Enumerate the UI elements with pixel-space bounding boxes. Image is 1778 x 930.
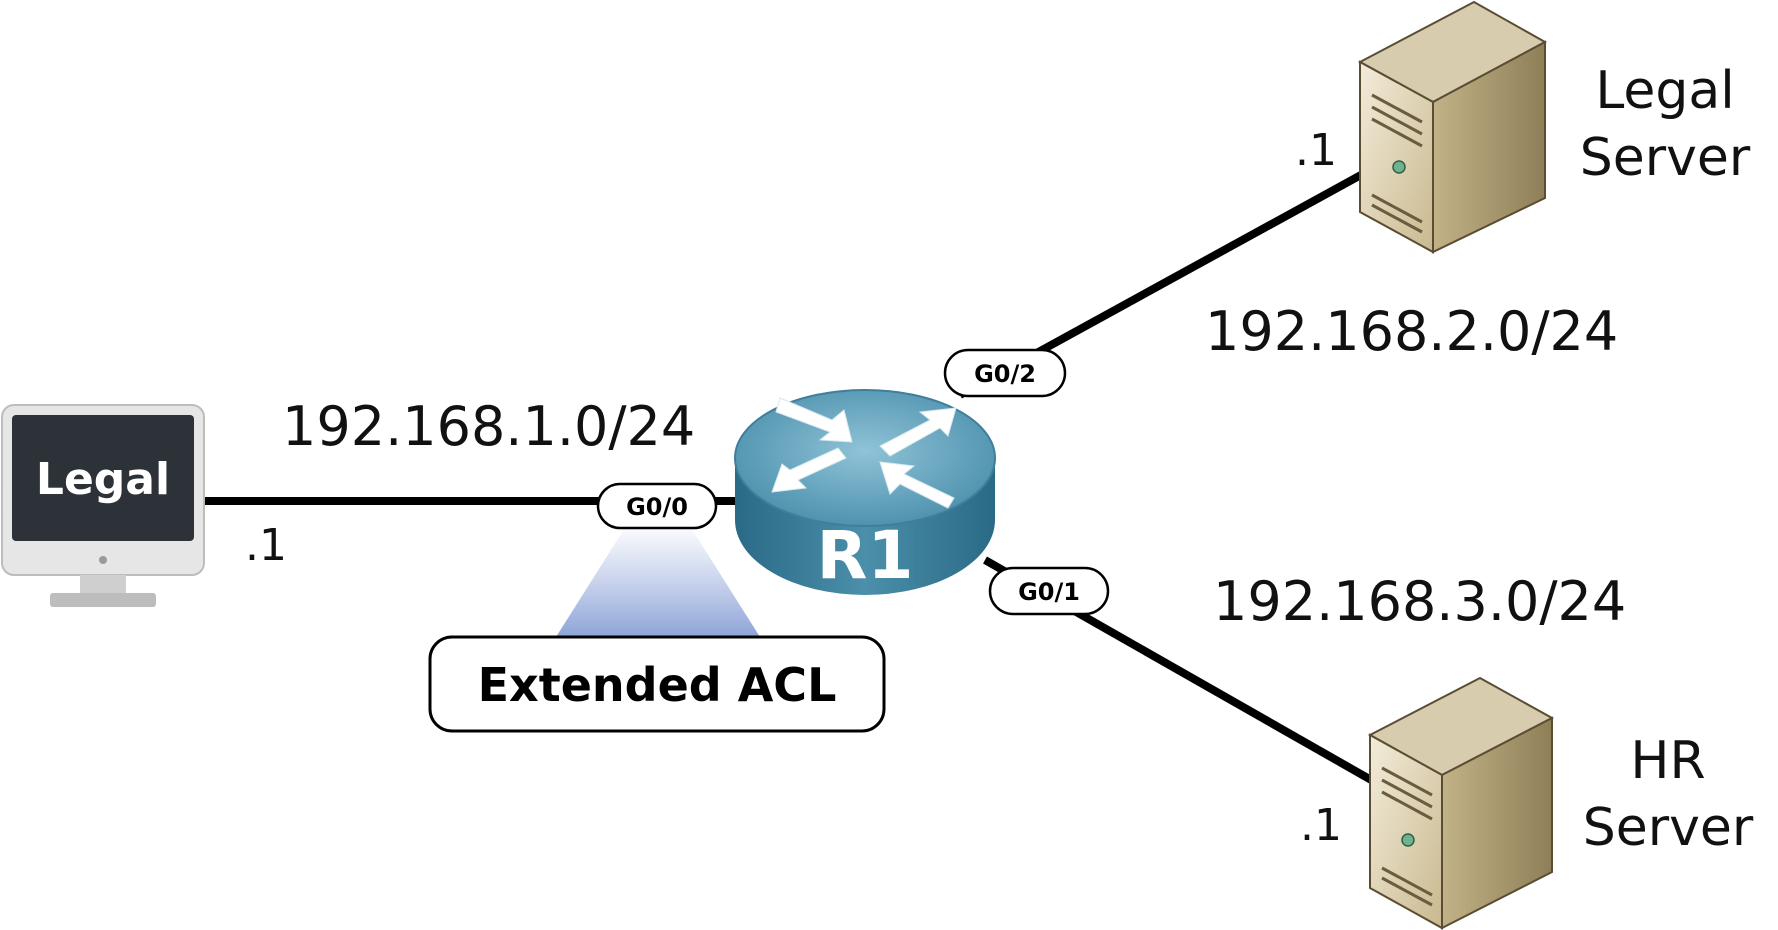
tower-server-icon <box>1367 676 1555 930</box>
desktop-monitor-icon <box>1 404 205 607</box>
legal-pc[interactable]: Legal .1 <box>1 404 287 607</box>
router-name: R1 <box>817 517 914 594</box>
legal-server-name-line1: Legal <box>1595 61 1734 121</box>
acl-label: Extended ACL <box>428 635 886 733</box>
hr-server-name-line1: HR <box>1630 731 1705 791</box>
router-r1[interactable]: R1 <box>734 389 996 595</box>
interface-g0-0-label: G0/0 <box>626 493 688 521</box>
interface-g0-2-label: G0/2 <box>974 360 1036 388</box>
legal-server-ip-suffix: .1 <box>1295 125 1337 176</box>
network-label-legal-server: 192.168.2.0/24 <box>1205 300 1618 363</box>
network-label-hr-server: 192.168.3.0/24 <box>1213 570 1626 633</box>
acl-beam <box>556 523 760 637</box>
interface-g0-0[interactable]: G0/0 <box>596 482 718 530</box>
legal-server[interactable]: Legal Server .1 <box>1295 0 1751 254</box>
tower-server-icon <box>1357 0 1548 254</box>
interface-g0-1-label: G0/1 <box>1018 578 1080 606</box>
network-label-legal: 192.168.1.0/24 <box>282 395 695 458</box>
legal-server-name-line2: Server <box>1580 128 1751 188</box>
interface-g0-2[interactable]: G0/2 <box>943 348 1067 398</box>
legal-pc-screen-label: Legal <box>36 454 170 505</box>
acl-label-text: Extended ACL <box>478 658 837 712</box>
hr-server-ip-suffix: .1 <box>1300 800 1342 851</box>
legal-pc-ip-suffix: .1 <box>245 520 287 571</box>
interface-g0-1[interactable]: G0/1 <box>988 566 1110 616</box>
router-icon <box>734 389 996 595</box>
hr-server-name-line2: Server <box>1583 798 1754 858</box>
hr-server[interactable]: HR Server .1 <box>1300 676 1754 930</box>
